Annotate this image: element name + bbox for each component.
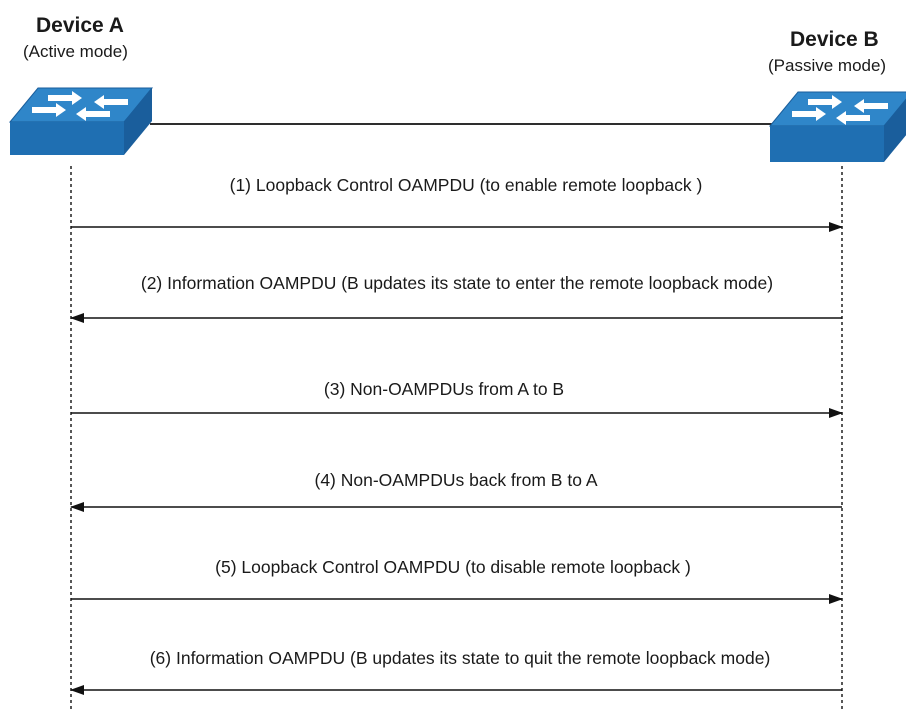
device-a-mode: (Active mode): [23, 42, 128, 61]
message-1-label: (1) Loopback Control OAMPDU (to enable r…: [230, 175, 703, 195]
message-4: (4) Non-OAMPDUs back from B to A: [70, 470, 842, 512]
message-6: (6) Information OAMPDU (B updates its st…: [70, 648, 842, 695]
device-b-switch-icon: [768, 91, 906, 162]
message-6-label: (6) Information OAMPDU (B updates its st…: [150, 648, 771, 668]
message-1: (1) Loopback Control OAMPDU (to enable r…: [71, 175, 843, 232]
message-5-label: (5) Loopback Control OAMPDU (to disable …: [215, 557, 691, 577]
message-4-label: (4) Non-OAMPDUs back from B to A: [315, 470, 598, 490]
device-a-switch-icon: [8, 87, 154, 155]
message-2-label: (2) Information OAMPDU (B updates its st…: [141, 273, 773, 293]
message-3: (3) Non-OAMPDUs from A to B: [71, 379, 843, 418]
device-b-name: Device B: [790, 28, 879, 51]
message-5: (5) Loopback Control OAMPDU (to disable …: [71, 557, 843, 604]
device-a-name: Device A: [36, 14, 124, 37]
message-3-label: (3) Non-OAMPDUs from A to B: [324, 379, 564, 399]
device-b-mode: (Passive mode): [768, 56, 887, 75]
message-2: (2) Information OAMPDU (B updates its st…: [70, 273, 842, 323]
